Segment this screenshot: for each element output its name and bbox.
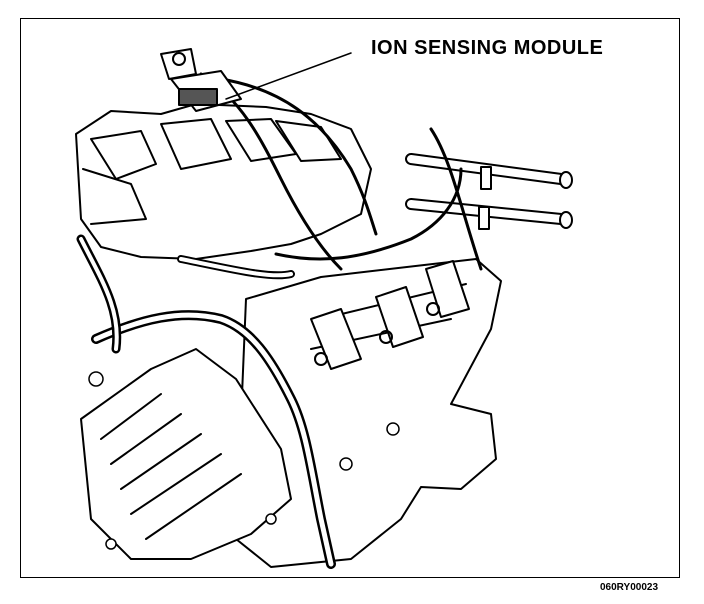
callout-label: ION SENSING MODULE	[371, 37, 604, 59]
wiring-harness	[76, 72, 483, 569]
callout-leader-line	[225, 52, 352, 100]
bolts	[88, 371, 400, 550]
hoses	[405, 153, 573, 230]
figure-id: 060RY00023	[600, 582, 659, 593]
lower-intake	[80, 348, 292, 560]
diagram-frame: ION SENSING MODULE	[20, 18, 680, 578]
intake-manifold	[75, 103, 372, 260]
ignition-coils	[310, 260, 470, 370]
engine-compartment-illustration	[75, 48, 573, 569]
ion-sensing-module	[160, 48, 242, 112]
